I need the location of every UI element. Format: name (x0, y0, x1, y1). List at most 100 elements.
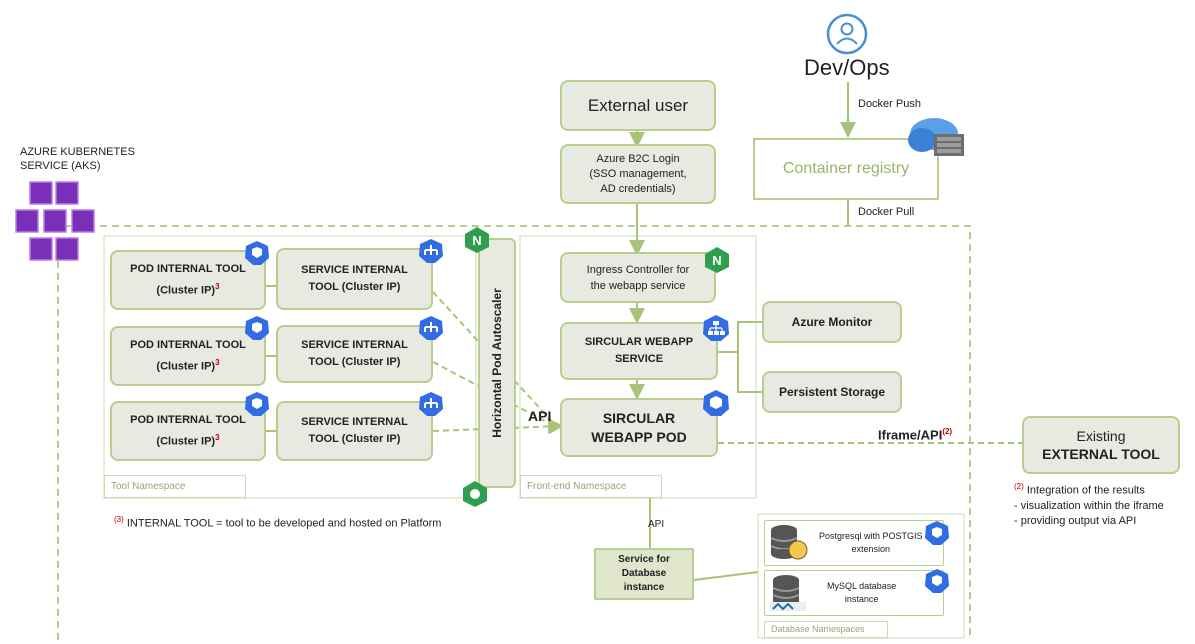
db-service-line1: Service for (618, 554, 670, 565)
db-service-line3: instance (623, 582, 665, 593)
external-tool-line1: Existing (1076, 428, 1126, 444)
svg-text:N: N (472, 233, 481, 248)
webapp-pod-line2: WEBAPP POD (591, 428, 687, 445)
aks-title-line1: AZURE KUBERNETES (20, 146, 135, 158)
integration-note: (2) Integration of the results - visuali… (1014, 479, 1164, 529)
api-label: API (528, 408, 552, 424)
horizontal-pod-autoscaler-box: Horizontal Pod Autoscaler (478, 238, 516, 488)
database-service-box: Service for Database instance (594, 548, 694, 600)
external-user-box: External user (560, 80, 716, 131)
webapp-service-line1: SIRCULAR WEBAPP (584, 336, 694, 348)
tool-namespace-boundary (103, 235, 477, 499)
iframe-api-label: Iframe/API(2) (878, 427, 952, 442)
nginx-icon: N (705, 247, 729, 273)
svg-text:N: N (712, 253, 721, 268)
k8s-service-icon-1 (419, 239, 443, 263)
integration-note-line2: - visualization within the iframe (1014, 499, 1164, 512)
internal-note-text: INTERNAL TOOL = tool to be developed and… (126, 517, 442, 530)
postgres-db-icon (770, 525, 808, 560)
k8s-service-icon-2 (419, 316, 443, 340)
api-db-label: API (648, 519, 665, 530)
database-namespace-boundary (757, 513, 965, 639)
pod-internal-tool-1: POD INTERNAL TOOL (Cluster IP)3 (110, 250, 266, 310)
sircular-webapp-service-box: SIRCULAR WEBAPP SERVICE (560, 322, 718, 380)
mysql-line2: instance (844, 594, 879, 604)
b2c-line2: (SSO management, (589, 167, 687, 180)
service-1-line1: SERVICE INTERNAL (301, 264, 408, 276)
k8s-pod-icon-1 (245, 241, 269, 265)
integration-note-line1: Integration of the results (1026, 484, 1145, 497)
service-internal-tool-3: SERVICE INTERNAL TOOL (Cluster IP) (276, 401, 433, 461)
service-2-line2: TOOL (Cluster IP) (308, 356, 401, 368)
aks-title-line2: SERVICE (AKS) (20, 160, 101, 172)
external-tool-box: Existing EXTERNAL TOOL (1022, 416, 1180, 474)
postgres-line2: extension (851, 544, 891, 554)
ingress-line2: the webapp service (590, 279, 686, 292)
hpa-label: Horizontal Pod Autoscaler (490, 288, 505, 438)
k8s-pod-icon-3 (245, 392, 269, 416)
docker-push-label: Docker Push (858, 98, 921, 110)
frontend-namespace-label: Front-end Namespace (520, 475, 662, 498)
pod-3-line2: (Cluster IP) (156, 435, 216, 448)
integration-note-sup: (2) (1014, 482, 1024, 491)
db-service-to-db-line (693, 571, 759, 581)
iframe-api-text: Iframe/API (878, 427, 943, 443)
webapp-pod-line1: SIRCULAR (602, 409, 676, 426)
internal-note-sup: (3) (114, 515, 124, 524)
k8s-service-icon-3 (419, 392, 443, 416)
external-tool-line2: EXTERNAL TOOL (1042, 446, 1160, 462)
azure-monitor-label: Azure Monitor (791, 315, 873, 329)
service-3-line1: SERVICE INTERNAL (301, 416, 408, 428)
database-namespace-label: Database Namespaces (764, 621, 888, 638)
pod-2-sup: 3 (215, 358, 220, 368)
b2c-line3: AD credentials) (600, 182, 676, 195)
aks-cluster-boundary (57, 225, 971, 640)
pod-1-sup: 3 (215, 282, 220, 292)
pod-internal-tool-3: POD INTERNAL TOOL (Cluster IP)3 (110, 401, 266, 461)
container-registry-box: Container registry (753, 138, 939, 200)
service-3-line2: TOOL (Cluster IP) (308, 433, 401, 445)
integration-note-line3: - providing output via API (1014, 514, 1137, 527)
iframe-api-sup: (2) (942, 427, 953, 436)
db-service-line2: Database (621, 568, 667, 579)
pod-1-line1: POD INTERNAL TOOL (130, 263, 246, 276)
persistent-storage-box: Persistent Storage (762, 371, 902, 413)
azure-b2c-login-box: Azure B2C Login (SSO management, AD cred… (560, 144, 716, 204)
mysql-k8s-icon (925, 569, 949, 593)
k8s-pod-icon-2 (245, 316, 269, 340)
tool-namespace-label: Tool Namespace (104, 475, 246, 498)
k8s-service-icon (703, 315, 729, 341)
pod-2-line1: POD INTERNAL TOOL (130, 339, 246, 352)
mysql-db-icon (770, 575, 806, 611)
postgres-line1: Postgresql with POSTGIS (819, 531, 923, 541)
ingress-line1: Ingress Controller for (586, 263, 690, 276)
b2c-line1: Azure B2C Login (596, 152, 680, 165)
persistent-storage-label: Persistent Storage (778, 385, 886, 399)
sircular-webapp-pod-box: SIRCULAR WEBAPP POD (560, 398, 718, 457)
hpa-scale-icon (463, 481, 487, 507)
container-registry-label: Container registry (782, 160, 910, 177)
service-1-line2: TOOL (Cluster IP) (308, 281, 401, 293)
pod-1-line2: (Cluster IP) (156, 284, 216, 297)
aks-icon (15, 181, 95, 261)
pod-3-sup: 3 (215, 433, 220, 443)
service-2-line1: SERVICE INTERNAL (301, 339, 408, 351)
service-internal-tool-1: SERVICE INTERNAL TOOL (Cluster IP) (276, 248, 433, 310)
service-internal-tool-2: SERVICE INTERNAL TOOL (Cluster IP) (276, 325, 433, 383)
aks-title: AZURE KUBERNETES SERVICE (AKS) (20, 145, 135, 173)
ingress-controller-box: Ingress Controller for the webapp servic… (560, 252, 716, 303)
internal-tool-note: (3) INTERNAL TOOL = tool to be developed… (114, 512, 441, 532)
pod-2-line2: (Cluster IP) (156, 360, 216, 373)
service-to-monitor-line (718, 321, 762, 353)
azure-monitor-box: Azure Monitor (762, 301, 902, 343)
pod-internal-tool-2: POD INTERNAL TOOL (Cluster IP)3 (110, 326, 266, 386)
docker-pull-label: Docker Pull (858, 206, 915, 218)
cloud-registry-icon (908, 118, 964, 156)
devops-label: Dev/Ops (804, 55, 890, 80)
devops-user-icon (826, 13, 868, 55)
pod-3-line1: POD INTERNAL TOOL (130, 414, 246, 427)
webapp-service-line2: SERVICE (614, 353, 664, 365)
postgres-k8s-icon (925, 521, 949, 545)
k8s-pod-icon (703, 390, 729, 416)
